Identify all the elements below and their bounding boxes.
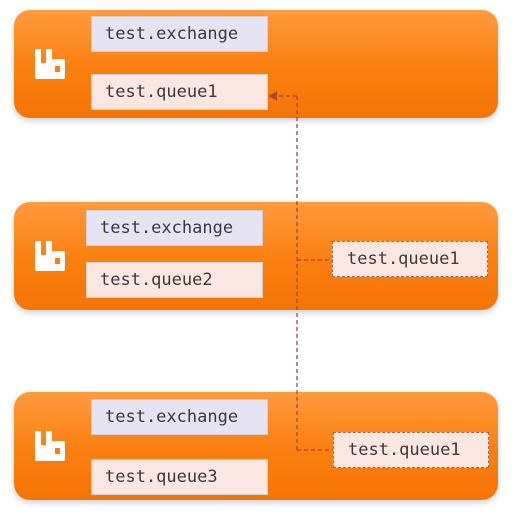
node-3: test.exchange test.queue3 test.queue1 — [14, 392, 498, 500]
mirrored-queue-label: test.queue1 — [333, 432, 489, 468]
node-1: test.exchange test.queue1 — [14, 10, 498, 118]
mirrored-queue-label: test.queue1 — [332, 241, 488, 277]
exchange-label: test.exchange — [91, 16, 268, 52]
queue-label: test.queue2 — [86, 262, 263, 298]
queue-label: test.queue1 — [91, 74, 268, 110]
exchange-label: test.exchange — [91, 399, 268, 435]
queue-label: test.queue3 — [91, 459, 268, 495]
rabbitmq-logo-icon — [35, 241, 65, 271]
node-2: test.exchange test.queue2 test.queue1 — [14, 202, 498, 310]
rabbitmq-logo-icon — [35, 431, 65, 461]
exchange-label: test.exchange — [86, 210, 263, 246]
rabbitmq-logo-icon — [35, 49, 65, 79]
